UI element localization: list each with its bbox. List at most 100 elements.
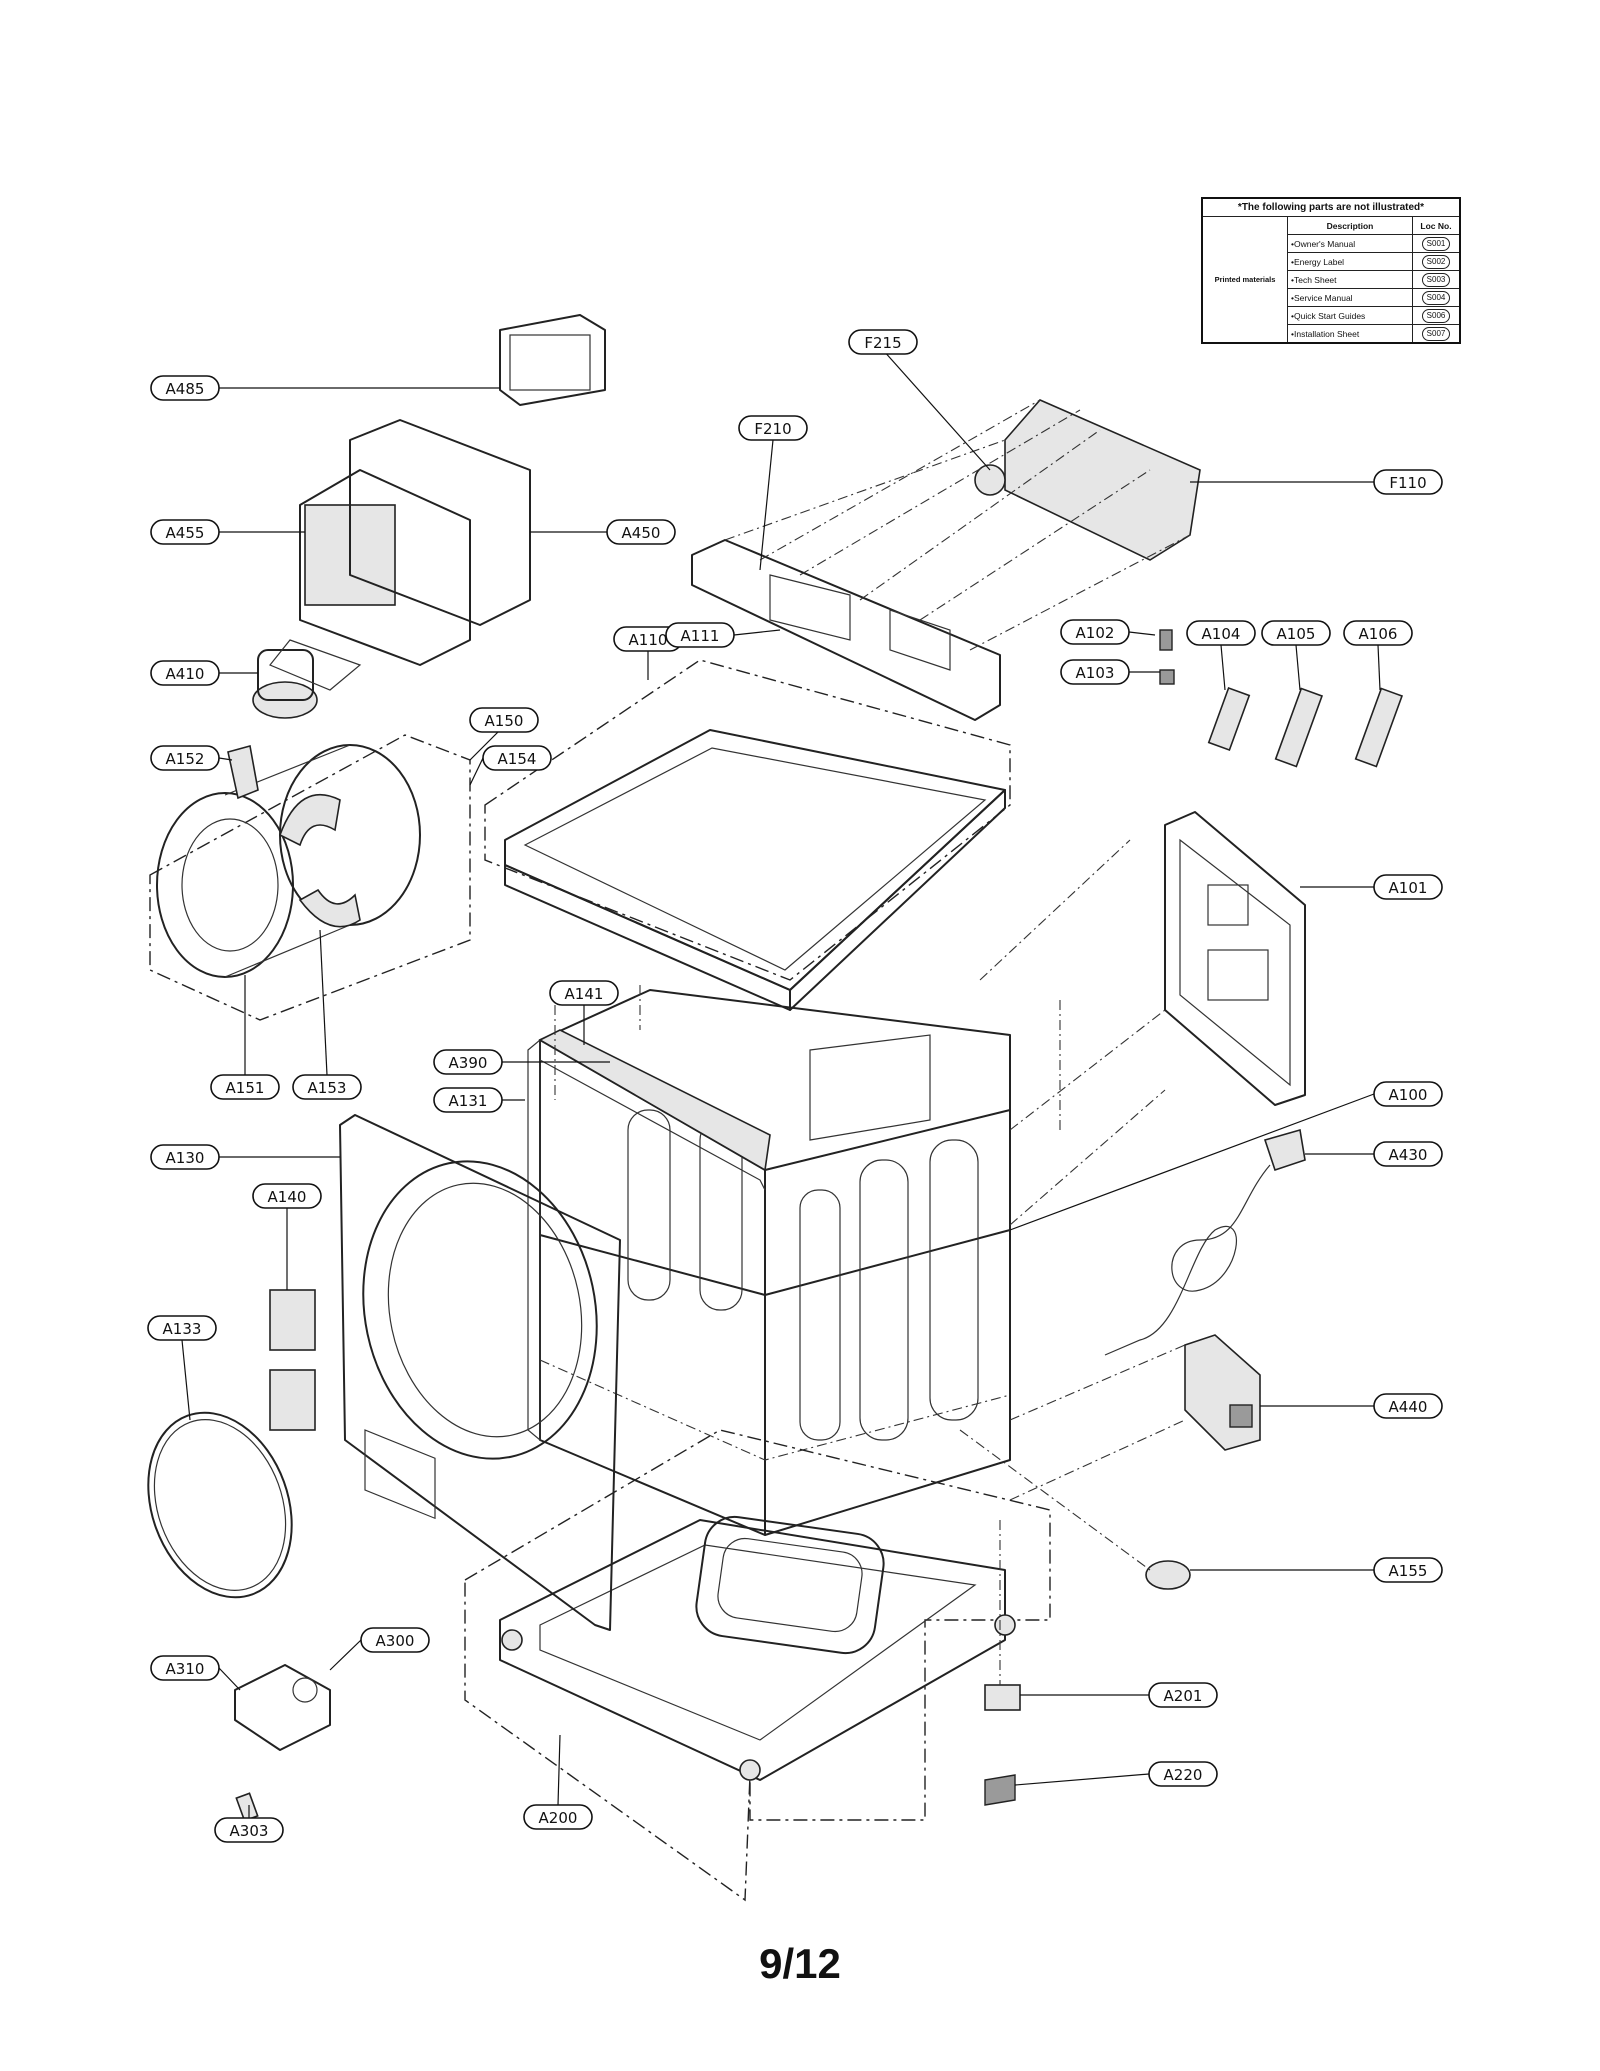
label-a220: A220 bbox=[1148, 1761, 1218, 1787]
svg-text:A390: A390 bbox=[449, 1054, 488, 1072]
hinge-bracket-part bbox=[269, 1289, 316, 1431]
label-a103: A103 bbox=[1060, 659, 1130, 685]
label-f210: F210 bbox=[738, 415, 808, 441]
power-cord-part bbox=[1104, 1128, 1306, 1356]
label-a100: A100 bbox=[1373, 1081, 1443, 1107]
label-a102: A102 bbox=[1060, 619, 1130, 645]
svg-text:A220: A220 bbox=[1164, 1766, 1203, 1784]
filter-part bbox=[1184, 1334, 1261, 1451]
label-a200: A200 bbox=[523, 1804, 593, 1830]
svg-text:A130: A130 bbox=[166, 1149, 205, 1167]
cabinet-part bbox=[527, 989, 1011, 1536]
part-labels: A485 A455 A450 A410 A150 A152 A154 A151 … bbox=[147, 329, 1443, 1843]
label-a410: A410 bbox=[150, 660, 220, 686]
label-a440: A440 bbox=[1373, 1393, 1443, 1419]
svg-text:A102: A102 bbox=[1076, 624, 1115, 642]
label-a131: A131 bbox=[433, 1087, 503, 1113]
tub-assembly-part bbox=[149, 734, 471, 1021]
label-a390: A390 bbox=[433, 1049, 503, 1075]
label-a133: A133 bbox=[147, 1315, 217, 1341]
svg-text:A201: A201 bbox=[1164, 1687, 1203, 1705]
row-loc: S003 bbox=[1421, 272, 1451, 287]
svg-text:A104: A104 bbox=[1202, 625, 1241, 643]
label-a155: A155 bbox=[1373, 1557, 1443, 1583]
svg-text:A105: A105 bbox=[1277, 625, 1316, 643]
svg-text:A100: A100 bbox=[1389, 1086, 1428, 1104]
row-description: •Tech Sheet bbox=[1287, 270, 1413, 289]
leg-part bbox=[984, 1684, 1021, 1806]
rear-panel-part bbox=[1164, 811, 1306, 1106]
cap-part bbox=[1145, 1560, 1191, 1590]
label-a201: A201 bbox=[1148, 1682, 1218, 1708]
category-cell: Printed materials bbox=[1201, 216, 1288, 344]
label-a450: A450 bbox=[606, 519, 676, 545]
row-loc: S002 bbox=[1421, 254, 1451, 269]
control-panel-part bbox=[691, 399, 1201, 721]
svg-text:A106: A106 bbox=[1359, 625, 1398, 643]
svg-text:A141: A141 bbox=[565, 985, 604, 1003]
header-description: Description bbox=[1287, 216, 1413, 235]
svg-text:A303: A303 bbox=[230, 1822, 269, 1840]
page-number: 9/12 bbox=[759, 1940, 841, 1987]
label-a140: A140 bbox=[252, 1183, 322, 1209]
svg-text:A200: A200 bbox=[539, 1809, 578, 1827]
svg-text:F215: F215 bbox=[864, 334, 901, 352]
svg-text:A300: A300 bbox=[376, 1632, 415, 1650]
leader-lines bbox=[181, 349, 1381, 1818]
svg-text:A455: A455 bbox=[166, 524, 205, 542]
pcb-assembly-part bbox=[299, 314, 606, 666]
label-a310: A310 bbox=[150, 1655, 220, 1681]
svg-text:A440: A440 bbox=[1389, 1398, 1428, 1416]
svg-text:A410: A410 bbox=[166, 665, 205, 683]
svg-text:F210: F210 bbox=[754, 420, 791, 438]
row-description: •Owner's Manual bbox=[1287, 234, 1413, 253]
table-row: •Tech Sheet S003 bbox=[1202, 270, 1461, 289]
svg-text:A152: A152 bbox=[166, 750, 205, 768]
label-a153: A153 bbox=[292, 1074, 362, 1100]
label-a141: A141 bbox=[549, 980, 619, 1006]
not-illustrated-parts-table: *The following parts are not illustrated… bbox=[1201, 197, 1461, 344]
dispenser-part bbox=[234, 1664, 331, 1751]
svg-text:A310: A310 bbox=[166, 1660, 205, 1678]
label-a150: A150 bbox=[469, 707, 539, 733]
guide-lines bbox=[554, 839, 1186, 1685]
row-description: •Installation Sheet bbox=[1287, 324, 1413, 344]
svg-text:A111: A111 bbox=[681, 627, 720, 645]
svg-text:A154: A154 bbox=[498, 750, 537, 768]
svg-text:A485: A485 bbox=[166, 380, 205, 398]
table-row: •Quick Start Guides S006 bbox=[1202, 306, 1461, 325]
svg-text:A131: A131 bbox=[449, 1092, 488, 1110]
label-a430: A430 bbox=[1373, 1141, 1443, 1167]
svg-text:A110: A110 bbox=[629, 631, 668, 649]
label-a105: A105 bbox=[1261, 620, 1331, 646]
label-f110: F110 bbox=[1373, 469, 1443, 495]
spring-part bbox=[235, 1792, 259, 1822]
row-description: •Quick Start Guides bbox=[1287, 306, 1413, 325]
row-description: •Energy Label bbox=[1287, 252, 1413, 271]
label-a104: A104 bbox=[1186, 620, 1256, 646]
svg-text:A155: A155 bbox=[1389, 1562, 1428, 1580]
label-a455: A455 bbox=[150, 519, 220, 545]
label-a151: A151 bbox=[210, 1074, 280, 1100]
svg-text:A151: A151 bbox=[226, 1079, 265, 1097]
gasket-ring-part bbox=[147, 1411, 293, 1599]
dampers-part bbox=[1159, 629, 1404, 768]
svg-text:A430: A430 bbox=[1389, 1146, 1428, 1164]
label-a154: A154 bbox=[482, 745, 552, 771]
label-a101: A101 bbox=[1373, 874, 1443, 900]
svg-text:A103: A103 bbox=[1076, 664, 1115, 682]
header-loc: Loc No. bbox=[1412, 216, 1461, 235]
label-a485: A485 bbox=[150, 375, 220, 401]
hinge-part bbox=[227, 744, 259, 800]
door-part bbox=[339, 1114, 621, 1631]
row-loc: S001 bbox=[1421, 236, 1451, 251]
table-title: *The following parts are not illustrated… bbox=[1201, 197, 1461, 217]
row-loc: S006 bbox=[1421, 308, 1451, 323]
label-a303: A303 bbox=[214, 1817, 284, 1843]
row-loc: S004 bbox=[1421, 290, 1451, 305]
label-a130: A130 bbox=[150, 1144, 220, 1170]
svg-text:F110: F110 bbox=[1389, 474, 1426, 492]
